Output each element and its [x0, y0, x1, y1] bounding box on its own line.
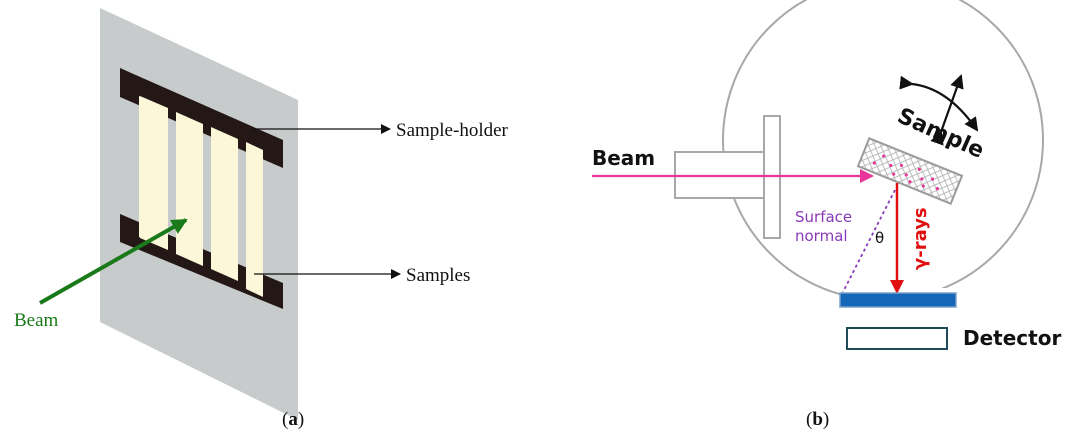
samples-label: Samples — [406, 265, 470, 286]
beam-arrow — [39, 218, 188, 305]
surface-normal-label-line2: normal — [795, 227, 848, 245]
beam-label-a: Beam — [14, 310, 59, 331]
sample-strip — [176, 112, 203, 266]
holder-top-bar — [120, 68, 283, 168]
panel-b: Beam Sample Surface normal — [592, 0, 1061, 430]
theta-label: θ — [875, 229, 884, 247]
surface-normal-line — [842, 189, 896, 293]
detector-label: Detector — [963, 326, 1061, 350]
beam-label-b: Beam — [592, 146, 655, 170]
sample-implant-dots — [872, 154, 940, 191]
sample-holder-label: Sample-holder — [396, 120, 509, 141]
sample-motion-arrows — [899, 74, 979, 146]
panel-b-caption-letter: b — [812, 409, 823, 430]
sample-strip — [246, 142, 263, 297]
panel-a: Beam Sample-holder Samples (a) — [14, 8, 509, 430]
sample-strip — [140, 96, 168, 250]
sample-strips — [139, 96, 263, 297]
sample-strip — [211, 127, 238, 281]
gamma-rays-label: γ-rays — [910, 207, 931, 270]
surface-normal-label: Surface normal — [795, 208, 857, 245]
sample-target — [856, 137, 964, 205]
detector-box — [846, 327, 948, 350]
surface-normal-label-line1: Surface — [795, 208, 852, 226]
panel-a-caption: (a) — [282, 409, 304, 430]
panel-a-caption-letter: a — [288, 409, 298, 430]
detector-window — [839, 292, 957, 308]
panel-b-caption: (b) — [806, 409, 829, 430]
